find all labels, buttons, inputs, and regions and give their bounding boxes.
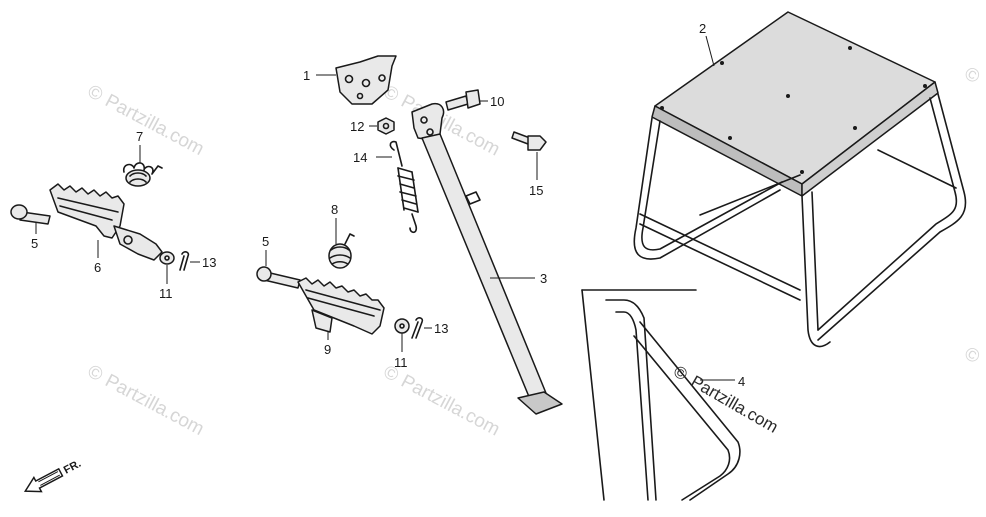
- callout-11a: 11: [159, 286, 173, 301]
- part-9-footpeg-right: 9: [297, 277, 385, 357]
- part-13-cotter-left: 13: [179, 251, 216, 271]
- watermark-symbol: ©: [84, 81, 106, 106]
- callout-8: 8: [331, 202, 338, 217]
- part-14-spring: 14: [353, 140, 419, 234]
- watermark-symbol: ©: [961, 63, 983, 88]
- part-11-washer-left: 11: [159, 251, 175, 301]
- watermark-symbol: ©: [84, 361, 106, 386]
- part-4-triangle-stand: 4: [581, 289, 745, 501]
- callout-7: 7: [136, 129, 143, 144]
- part-10-bolt: 10: [445, 89, 504, 111]
- part-7-spring: 7: [122, 129, 163, 187]
- callout-10: 10: [490, 94, 504, 109]
- callout-13a: 13: [202, 255, 216, 270]
- callout-9: 9: [324, 342, 331, 357]
- watermark-text: Partzilla.com: [102, 370, 208, 440]
- callout-4: 4: [738, 374, 745, 389]
- callout-11b: 11: [394, 355, 408, 370]
- part-15-bolt: 15: [511, 131, 547, 198]
- part-5-pin-right: 5: [256, 234, 301, 289]
- part-5-pin-left: 5: [10, 204, 51, 251]
- callout-1: 1: [303, 68, 310, 83]
- watermark-symbol: ©: [961, 343, 983, 368]
- watermark-text: Partzilla.com: [397, 371, 503, 441]
- part-3-side-stand: 3: [411, 102, 563, 415]
- callout-14: 14: [353, 150, 367, 165]
- callout-6: 6: [94, 260, 101, 275]
- callout-15: 15: [529, 183, 543, 198]
- callout-2: 2: [699, 21, 706, 36]
- part-2-stand-box: 2: [633, 11, 967, 348]
- callout-5a: 5: [31, 236, 38, 251]
- part-1-stand-bracket: 1: [303, 55, 397, 105]
- part-8-spring: 8: [328, 202, 355, 269]
- callout-13b: 13: [434, 321, 448, 336]
- part-13-cotter-right: 13: [411, 317, 448, 339]
- leader-line: [705, 35, 715, 67]
- arrow-left-icon: [23, 467, 64, 493]
- part-6-footpeg-left: 6: [49, 183, 163, 275]
- part-12-nut: 12: [350, 117, 395, 135]
- callout-3: 3: [540, 271, 547, 286]
- callout-12: 12: [350, 119, 364, 134]
- direction-label: FR.: [62, 458, 83, 477]
- part-11-washer-right: 11: [394, 318, 410, 370]
- callout-5b: 5: [262, 234, 269, 249]
- watermark-text: Partzilla.com: [102, 90, 208, 160]
- watermark-text: Partzilla.com: [688, 372, 782, 437]
- front-direction-indicator: FR.: [23, 458, 83, 493]
